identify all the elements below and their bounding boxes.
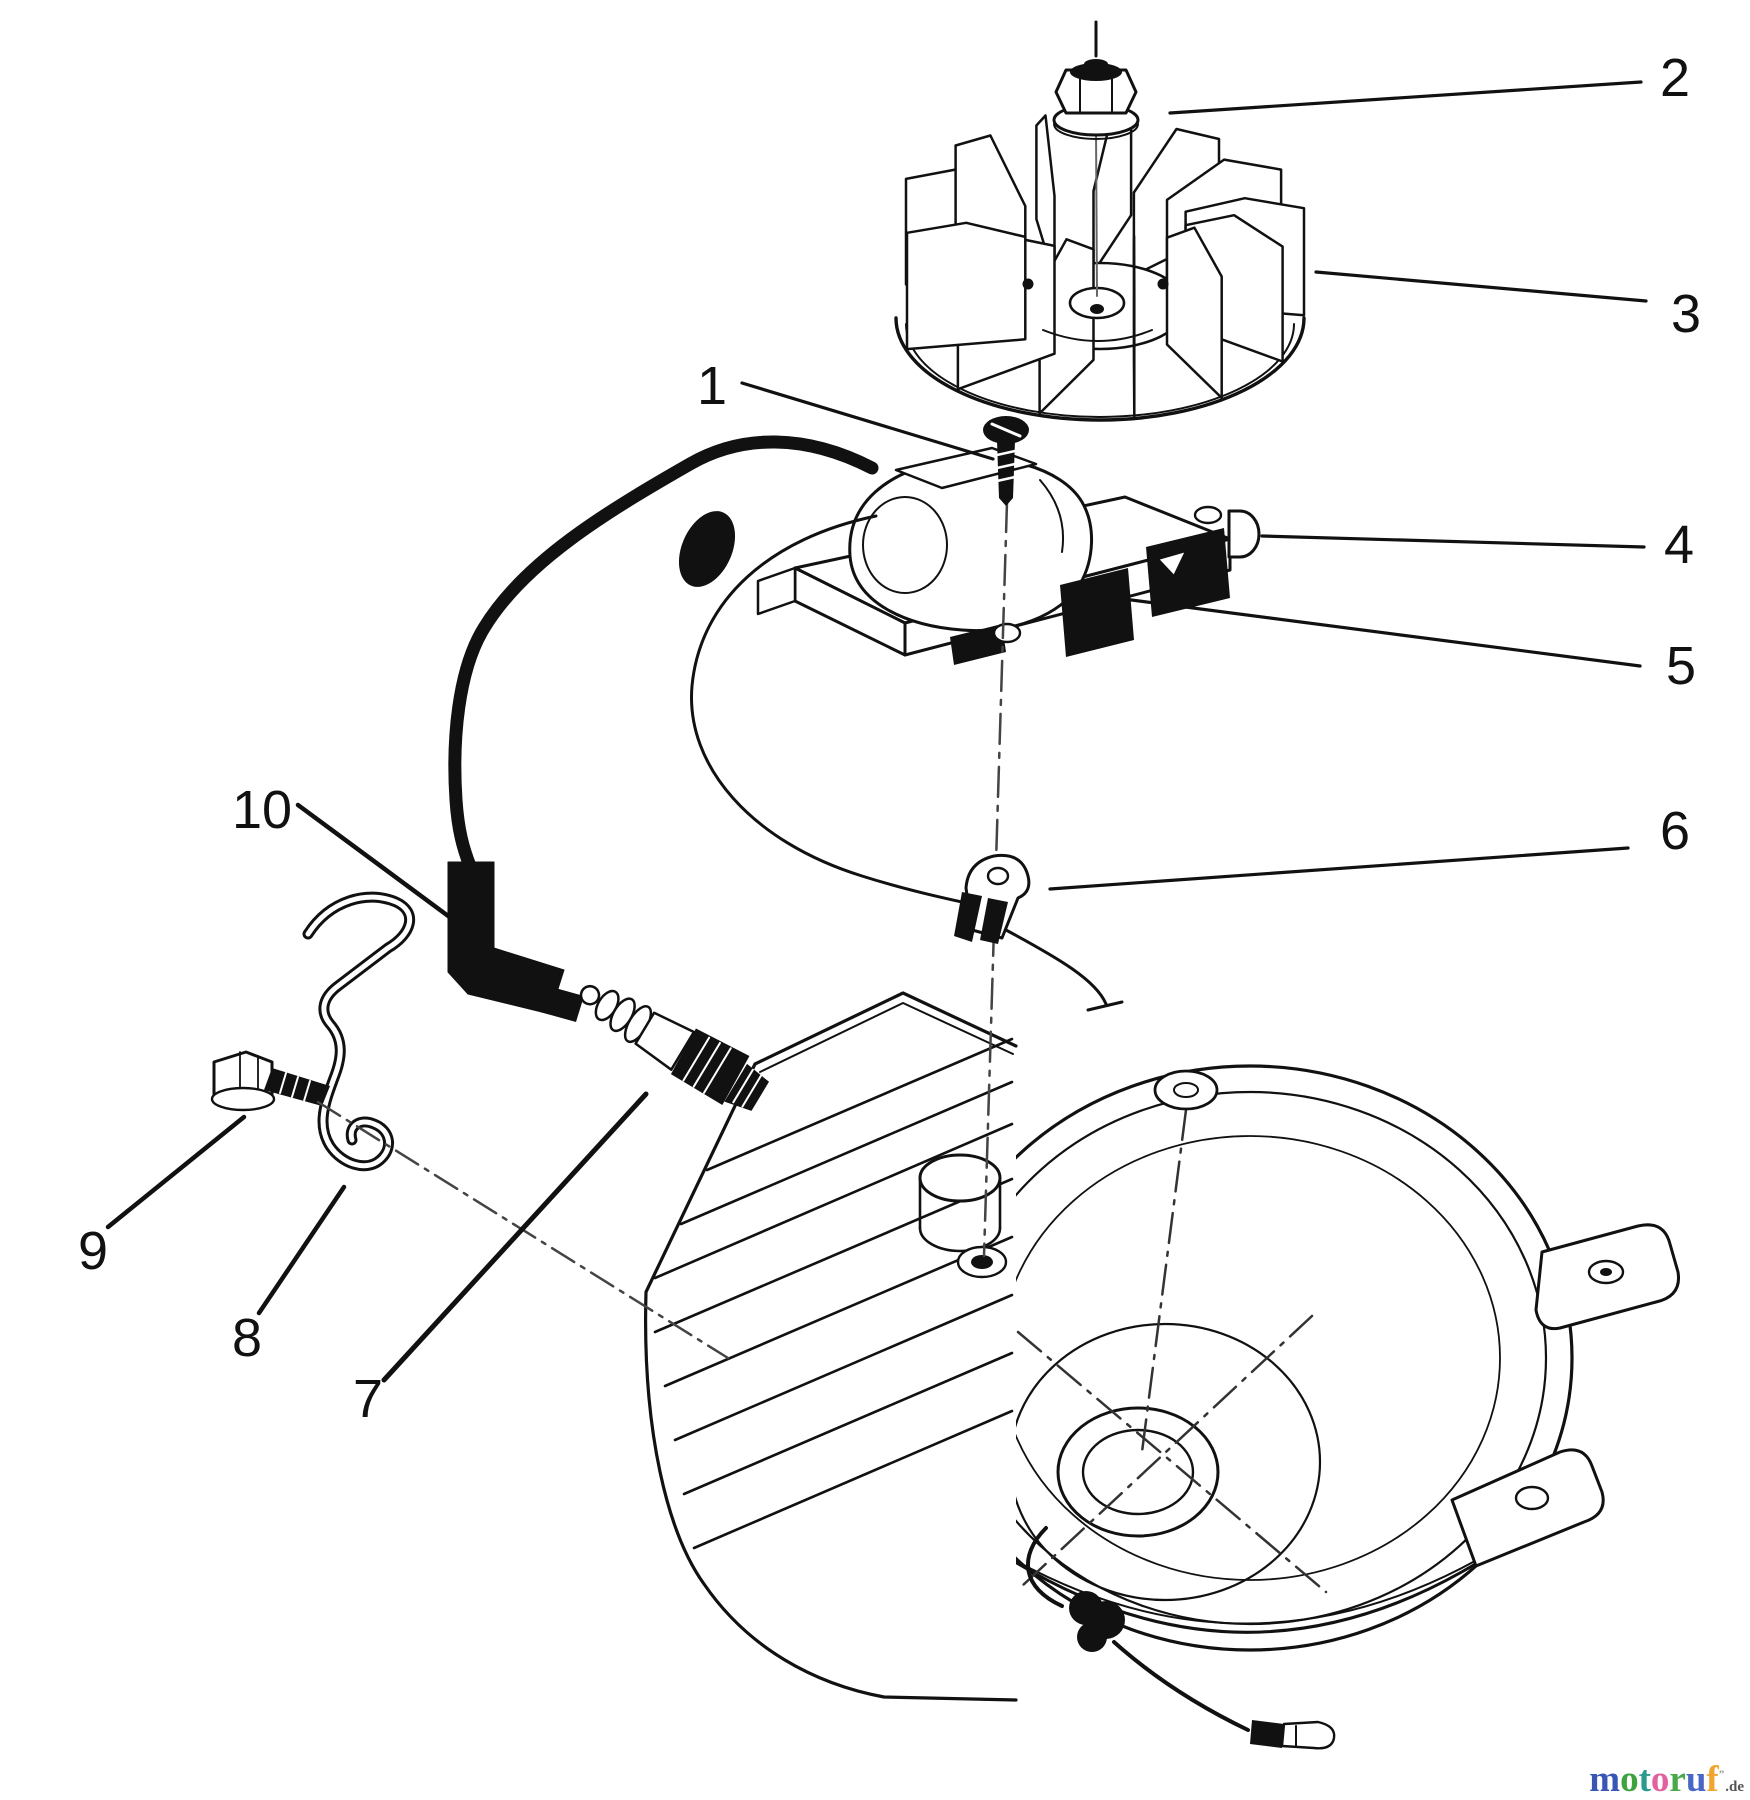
callout-4: 4 bbox=[1664, 515, 1694, 575]
cooling-fin bbox=[682, 1351, 1014, 1496]
watermark-letter: m bbox=[1589, 1759, 1621, 1800]
callout-5: 5 bbox=[1666, 636, 1696, 696]
spark-plug-wire bbox=[447, 435, 879, 1022]
flywheel-blade bbox=[1165, 226, 1223, 400]
callout-2: 2 bbox=[1660, 48, 1690, 108]
flywheel-centerline bbox=[1095, 129, 1098, 297]
wire-ferrite bbox=[678, 511, 736, 587]
spark-plug-boss bbox=[918, 1153, 1002, 1253]
callout-3: 3 bbox=[1671, 284, 1701, 344]
wire-clamp bbox=[954, 853, 1031, 944]
leader-line-4 bbox=[1260, 534, 1646, 549]
housing-top-boss bbox=[1153, 1069, 1219, 1111]
watermark-letter: f bbox=[1706, 1759, 1719, 1800]
cooling-fin bbox=[692, 1409, 1014, 1550]
ground-wire bbox=[1026, 1526, 1336, 1750]
flywheel bbox=[894, 111, 1306, 422]
watermark-logo: motoruf”.de bbox=[1589, 1761, 1744, 1798]
callout-8: 8 bbox=[232, 1308, 262, 1368]
leader-line-3 bbox=[1314, 270, 1648, 303]
wire-grommet bbox=[1069, 1591, 1125, 1652]
cooling-fin bbox=[663, 1235, 1014, 1388]
leader-line-1 bbox=[740, 381, 995, 461]
blower-housing bbox=[926, 1064, 1681, 1652]
leader-line-8 bbox=[256, 1184, 347, 1316]
cylinder-fins bbox=[653, 1037, 1014, 1550]
callout-layer: 1 2 3 4 5 6 7 8 9 10 bbox=[78, 48, 1701, 1429]
cooling-fin bbox=[653, 1177, 1014, 1334]
flywheel-hub bbox=[1022, 278, 1169, 342]
cooling-fin bbox=[673, 1293, 1014, 1442]
loop-bolt bbox=[210, 1050, 330, 1112]
flange-nut bbox=[1052, 20, 1140, 140]
flywheel-blade bbox=[1035, 114, 1056, 280]
housing-right-tab bbox=[1534, 1223, 1681, 1331]
coil-mount-hole bbox=[956, 1245, 1008, 1279]
callout-9: 9 bbox=[78, 1221, 108, 1281]
engine-cylinder bbox=[644, 991, 1018, 1702]
cooling-fin bbox=[705, 1037, 1014, 1172]
watermark-letter: u bbox=[1685, 1759, 1707, 1800]
kill-wire bbox=[690, 514, 1124, 1012]
cooling-fin bbox=[679, 1080, 1014, 1226]
coil-lamination-pad bbox=[1060, 568, 1134, 657]
coil-lamination-pad bbox=[1146, 528, 1230, 617]
housing-lower-tab bbox=[1450, 1448, 1605, 1568]
watermark-letter: o bbox=[1650, 1759, 1670, 1800]
wire-terminal bbox=[1250, 1720, 1336, 1750]
watermark-letter: r bbox=[1669, 1759, 1686, 1800]
leader-line-2 bbox=[1168, 80, 1643, 115]
watermark-tm: ” bbox=[1718, 1768, 1725, 1781]
leader-line-9 bbox=[105, 1114, 247, 1230]
coil-lamination-pad bbox=[950, 624, 1006, 665]
housing-centerlines bbox=[1016, 1108, 1328, 1594]
watermark-letter: t bbox=[1638, 1759, 1651, 1800]
leader-line-6 bbox=[1048, 846, 1630, 891]
callout-7: 7 bbox=[353, 1369, 383, 1429]
watermark-text: motoruf bbox=[1589, 1759, 1719, 1800]
leader-line-5 bbox=[1068, 590, 1642, 668]
ignition-coil bbox=[756, 446, 1232, 665]
spark-plug bbox=[579, 984, 769, 1111]
flywheel-blade bbox=[905, 221, 1027, 351]
callout-10: 10 bbox=[232, 780, 292, 840]
flywheel-key bbox=[1227, 509, 1261, 559]
leader-line-10 bbox=[295, 802, 462, 927]
wire-loop-bracket bbox=[302, 891, 416, 1172]
leader-line-7 bbox=[381, 1091, 649, 1383]
cooling-fin bbox=[653, 1122, 1014, 1280]
watermark-letter: o bbox=[1620, 1759, 1639, 1800]
flywheel-blades-front bbox=[905, 213, 1284, 418]
coil-screw bbox=[983, 416, 1029, 506]
watermark-suffix: .de bbox=[1725, 1779, 1744, 1795]
callout-6: 6 bbox=[1660, 801, 1690, 861]
callout-1: 1 bbox=[697, 356, 727, 416]
